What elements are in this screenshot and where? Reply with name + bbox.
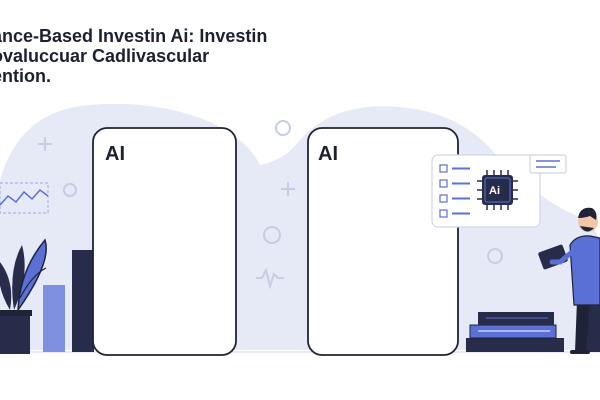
- circle-icon: [263, 226, 281, 244]
- sparkle-icon: [38, 137, 52, 151]
- sparkle-icon: [281, 182, 295, 196]
- headline-line-2: ovaluccuar Cadlivascular: [0, 46, 210, 66]
- circle-icon: [63, 183, 77, 197]
- ai-panel-left: [92, 127, 237, 356]
- ai-chip-icon: Ai: [477, 170, 518, 210]
- headline-line-3: ention.: [0, 66, 51, 86]
- line-chart-icon: [0, 182, 49, 214]
- speech-bubble-icon: [529, 154, 567, 174]
- bar-navy: [72, 250, 94, 352]
- ai-panel-right: [307, 127, 459, 356]
- ai-panel-left-label: AI: [105, 143, 125, 165]
- headline-line-1: ance-Based Investin Ai: Investin: [0, 26, 268, 46]
- ai-chip-label: Ai: [489, 185, 500, 197]
- checklist-card: Ai: [431, 154, 541, 228]
- bar-light: [43, 285, 65, 352]
- books-icon: [466, 312, 564, 352]
- ai-panel-right-label: AI: [318, 143, 338, 165]
- plant-icon: [0, 238, 47, 354]
- circle-icon: [275, 120, 291, 136]
- circle-icon: [487, 248, 503, 264]
- checklist-icon: [439, 164, 470, 218]
- pulse-line-icon: [256, 267, 284, 290]
- headline: ance-Based Investin Ai: Investin ovalucc…: [0, 26, 292, 86]
- person-with-laptop-icon: [538, 207, 600, 354]
